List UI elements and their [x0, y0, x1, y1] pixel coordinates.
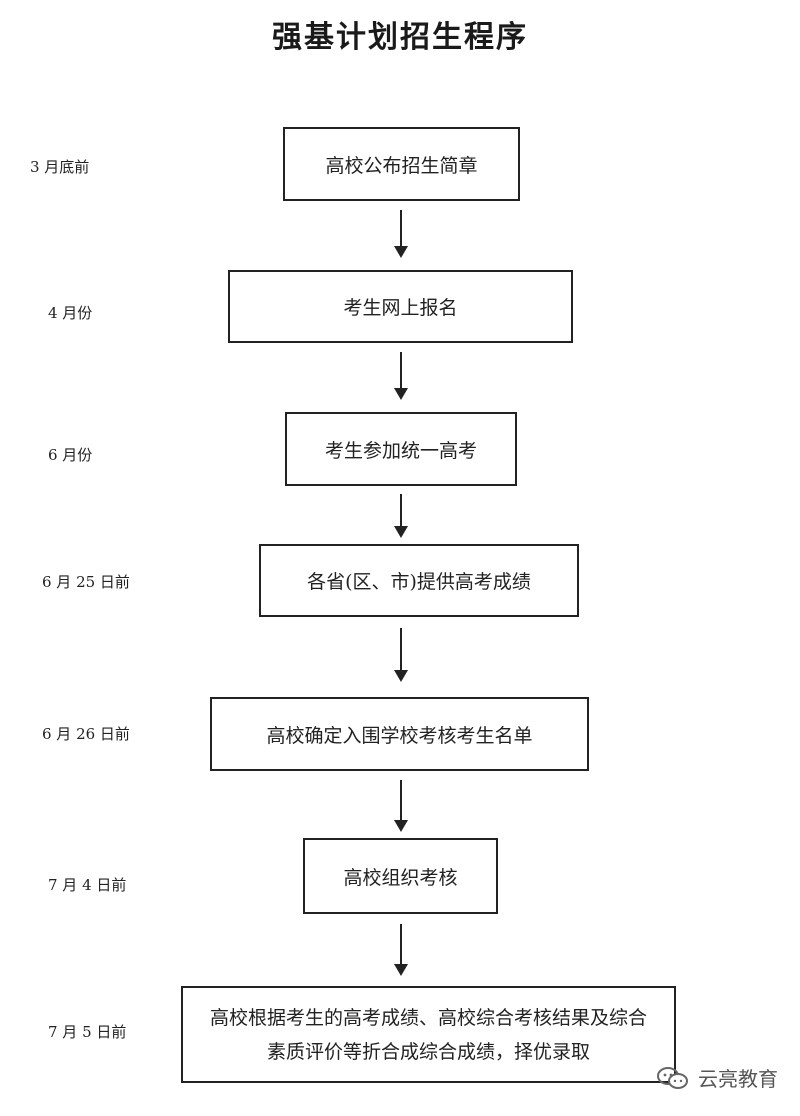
step-7-line-2: 素质评价等折合成综合成绩，择优录取 [266, 1040, 590, 1063]
arrow-5 [394, 780, 408, 832]
step-box-3: 考生参加统一高考 [285, 412, 517, 486]
wechat-icon [657, 1066, 688, 1089]
step-box-6: 高校组织考核 [303, 838, 498, 914]
time-label-3: 6 月份 [48, 446, 93, 464]
time-label-5: 6 月 26 日前 [42, 725, 130, 743]
step-box-7: 高校根据考生的高考成绩、高校综合考核结果及综合 素质评价等折合成综合成绩，择优录… [181, 986, 676, 1083]
page-title: 强基计划招生程序 [272, 20, 528, 55]
step-7-line-1: 高校根据考生的高考成绩、高校综合考核结果及综合 [209, 1006, 647, 1029]
watermark: 云亮教育 [656, 1063, 778, 1092]
time-label-6: 7 月 4 日前 [48, 876, 127, 894]
arrow-2 [394, 352, 408, 400]
watermark-text: 云亮教育 [698, 1067, 778, 1091]
step-box-2: 考生网上报名 [228, 270, 573, 343]
time-label-2: 4 月份 [48, 304, 93, 322]
arrow-4 [394, 628, 408, 682]
time-label-7: 7 月 5 日前 [48, 1023, 127, 1041]
arrow-1 [394, 210, 408, 258]
step-box-1: 高校公布招生简章 [283, 127, 520, 201]
time-label-1: 3 月底前 [30, 158, 90, 176]
step-box-4: 各省(区、市)提供高考成绩 [259, 544, 579, 617]
arrow-3 [394, 494, 408, 538]
step-box-5: 高校确定入围学校考核考生名单 [210, 697, 589, 771]
time-label-4: 6 月 25 日前 [42, 573, 130, 591]
arrow-6 [394, 924, 408, 976]
